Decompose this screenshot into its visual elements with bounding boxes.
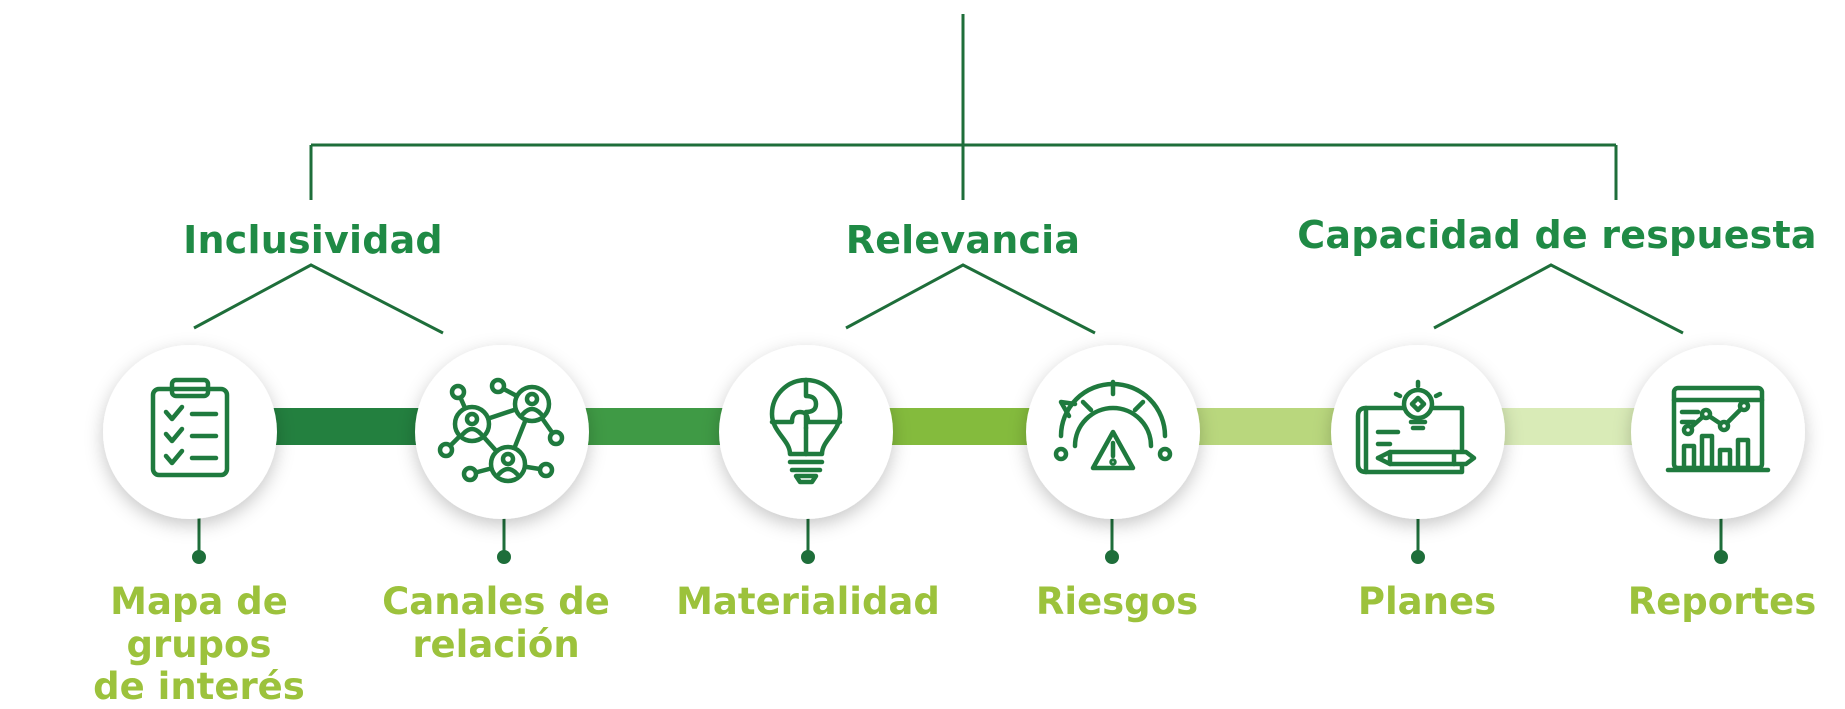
bar-segment-4 <box>1188 408 1344 445</box>
group-split-capacidad <box>1433 263 1684 335</box>
group-split-relevancia <box>845 263 1096 335</box>
network-people-icon <box>437 377 565 484</box>
item-label-line: de interés <box>93 665 305 709</box>
bar-segment-1 <box>270 408 426 445</box>
item-label-planes: Planes <box>1267 580 1587 624</box>
group-title-capacidad-de-respuesta: Capacidad de respuesta <box>1297 213 1817 257</box>
blueprint-idea-icon <box>1355 379 1477 475</box>
group-split-inclusividad <box>193 263 444 335</box>
item-stem-1 <box>192 515 206 564</box>
bar-segment-2 <box>576 408 732 445</box>
icon-circle-5 <box>1331 345 1505 519</box>
diagram-graphics <box>103 14 1805 564</box>
item-label-line: relación <box>412 622 580 666</box>
item-stem-4 <box>1105 515 1119 564</box>
group-title-inclusividad: Inclusividad <box>183 218 443 262</box>
item-label-mapa-grupos: Mapa de grupos de interés <box>39 580 359 709</box>
lightbulb-puzzle-icon <box>769 377 843 485</box>
clipboard-checklist-icon <box>150 377 230 478</box>
bar-segment-3 <box>882 408 1038 445</box>
group-title-relevancia: Relevancia <box>845 218 1081 262</box>
item-stem-6 <box>1714 515 1728 564</box>
item-label-line: Riesgos <box>1035 580 1199 623</box>
item-label-reportes: Reportes <box>1562 580 1845 624</box>
item-stem-5 <box>1411 515 1425 564</box>
item-label-materialidad: Materialidad <box>648 580 968 624</box>
icon-circle-2 <box>415 345 589 519</box>
diagram: Inclusividad Relevancia Capacidad de res… <box>93 14 1845 708</box>
chart-report-icon <box>1665 385 1771 473</box>
item-stem-3 <box>801 515 815 564</box>
icon-circle-1 <box>103 345 277 519</box>
icon-circle-6 <box>1631 345 1805 519</box>
risk-gauge-icon <box>1053 379 1173 471</box>
item-label-line: Planes <box>1357 580 1497 623</box>
item-label-line: Mapa de grupos <box>110 580 288 666</box>
item-stem-2 <box>497 515 511 564</box>
item-label-line: Reportes <box>1627 580 1817 623</box>
item-label-line: Materialidad <box>676 580 940 623</box>
item-label-riesgos: Riesgos <box>957 580 1277 624</box>
item-label-line: Canales de <box>382 580 610 623</box>
item-label-canales: Canales de relación <box>336 580 656 666</box>
bar-segment-5 <box>1495 408 1651 445</box>
